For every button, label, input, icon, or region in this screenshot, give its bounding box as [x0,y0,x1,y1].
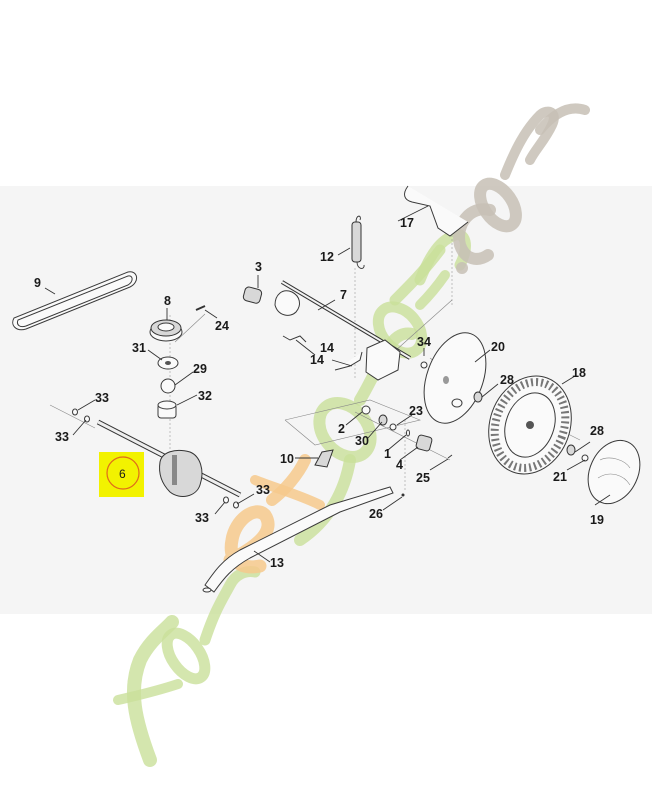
callout-28[interactable]: 28 [590,424,604,438]
part-9-drive-belt[interactable] [12,271,137,331]
callout-13[interactable]: 13 [270,556,284,570]
part-12-spring[interactable] [351,215,365,269]
callout-28[interactable]: 28 [500,373,514,387]
part-1-pin[interactable] [406,429,410,437]
part-28-washer[interactable] [473,391,483,403]
part-6-gearbox[interactable] [96,419,242,498]
callout-1[interactable]: 1 [384,447,391,461]
callout-34[interactable]: 34 [417,335,431,349]
part-20-disc[interactable] [413,324,498,431]
part-19-hubcap[interactable] [578,432,649,512]
callout-33[interactable]: 33 [55,430,69,444]
part-32-bushing[interactable] [157,400,177,419]
callout-32[interactable]: 32 [198,389,212,403]
callout-12[interactable]: 12 [320,250,334,264]
callout-18[interactable]: 18 [572,366,586,380]
callout-26[interactable]: 26 [369,507,383,521]
part-29-bearing[interactable] [160,378,176,394]
callout-10[interactable]: 10 [280,452,294,466]
callout-19[interactable]: 19 [590,513,604,527]
part-28-washer[interactable] [566,444,576,456]
callout-25[interactable]: 25 [416,471,430,485]
part-26-pin[interactable] [401,493,405,497]
part-7-shift-lever[interactable] [274,280,412,381]
part-33-o-ring[interactable] [233,501,239,509]
callout-23[interactable]: 23 [409,404,423,418]
part-25-clip[interactable] [447,454,453,459]
part-17-rod[interactable] [404,185,469,237]
callout-14[interactable]: 14 [310,353,324,367]
part-33-o-ring[interactable] [72,408,78,416]
part-23-ring[interactable] [389,423,397,431]
callout-labels: 9 8 24 31 29 32 33 33 33 33 6 3 12 17 7 … [34,216,604,570]
callout-8[interactable]: 8 [164,294,171,308]
callout-3[interactable]: 3 [255,260,262,274]
callout-33[interactable]: 33 [195,511,209,525]
callout-24[interactable]: 24 [215,319,229,333]
callout-2[interactable]: 2 [338,422,345,436]
callout-4[interactable]: 4 [396,458,403,472]
callout-20[interactable]: 20 [491,340,505,354]
callout-7[interactable]: 7 [340,288,347,302]
part-14-clip[interactable] [334,351,363,371]
part-4-gear[interactable] [415,434,433,452]
part-10-bracket[interactable] [314,449,334,468]
callout-9[interactable]: 9 [34,276,41,290]
part-34-ring[interactable] [420,361,428,369]
callout-31[interactable]: 31 [132,341,146,355]
callout-17[interactable]: 17 [400,216,414,230]
part-24-pin[interactable] [195,305,206,311]
part-8-pulley[interactable] [149,319,183,342]
callout-29[interactable]: 29 [193,362,207,376]
callout-14[interactable]: 14 [320,341,334,355]
part-21-nut[interactable] [581,454,589,462]
callout-30[interactable]: 30 [355,434,369,448]
callout-33[interactable]: 33 [256,483,270,497]
part-33-o-ring[interactable] [223,496,229,504]
highlighted-part-6-marker[interactable] [99,452,144,497]
callout-33[interactable]: 33 [95,391,109,405]
part-13-handle-bar[interactable] [202,486,394,593]
part-2-washer[interactable] [361,405,371,415]
callout-21[interactable]: 21 [553,470,567,484]
part-18-wheel[interactable] [475,364,584,485]
part-14-clip[interactable] [282,335,307,343]
callout-leader-lines [44,205,611,563]
callout-6[interactable]: 6 [119,467,126,481]
part-3-bushing[interactable] [242,286,263,304]
